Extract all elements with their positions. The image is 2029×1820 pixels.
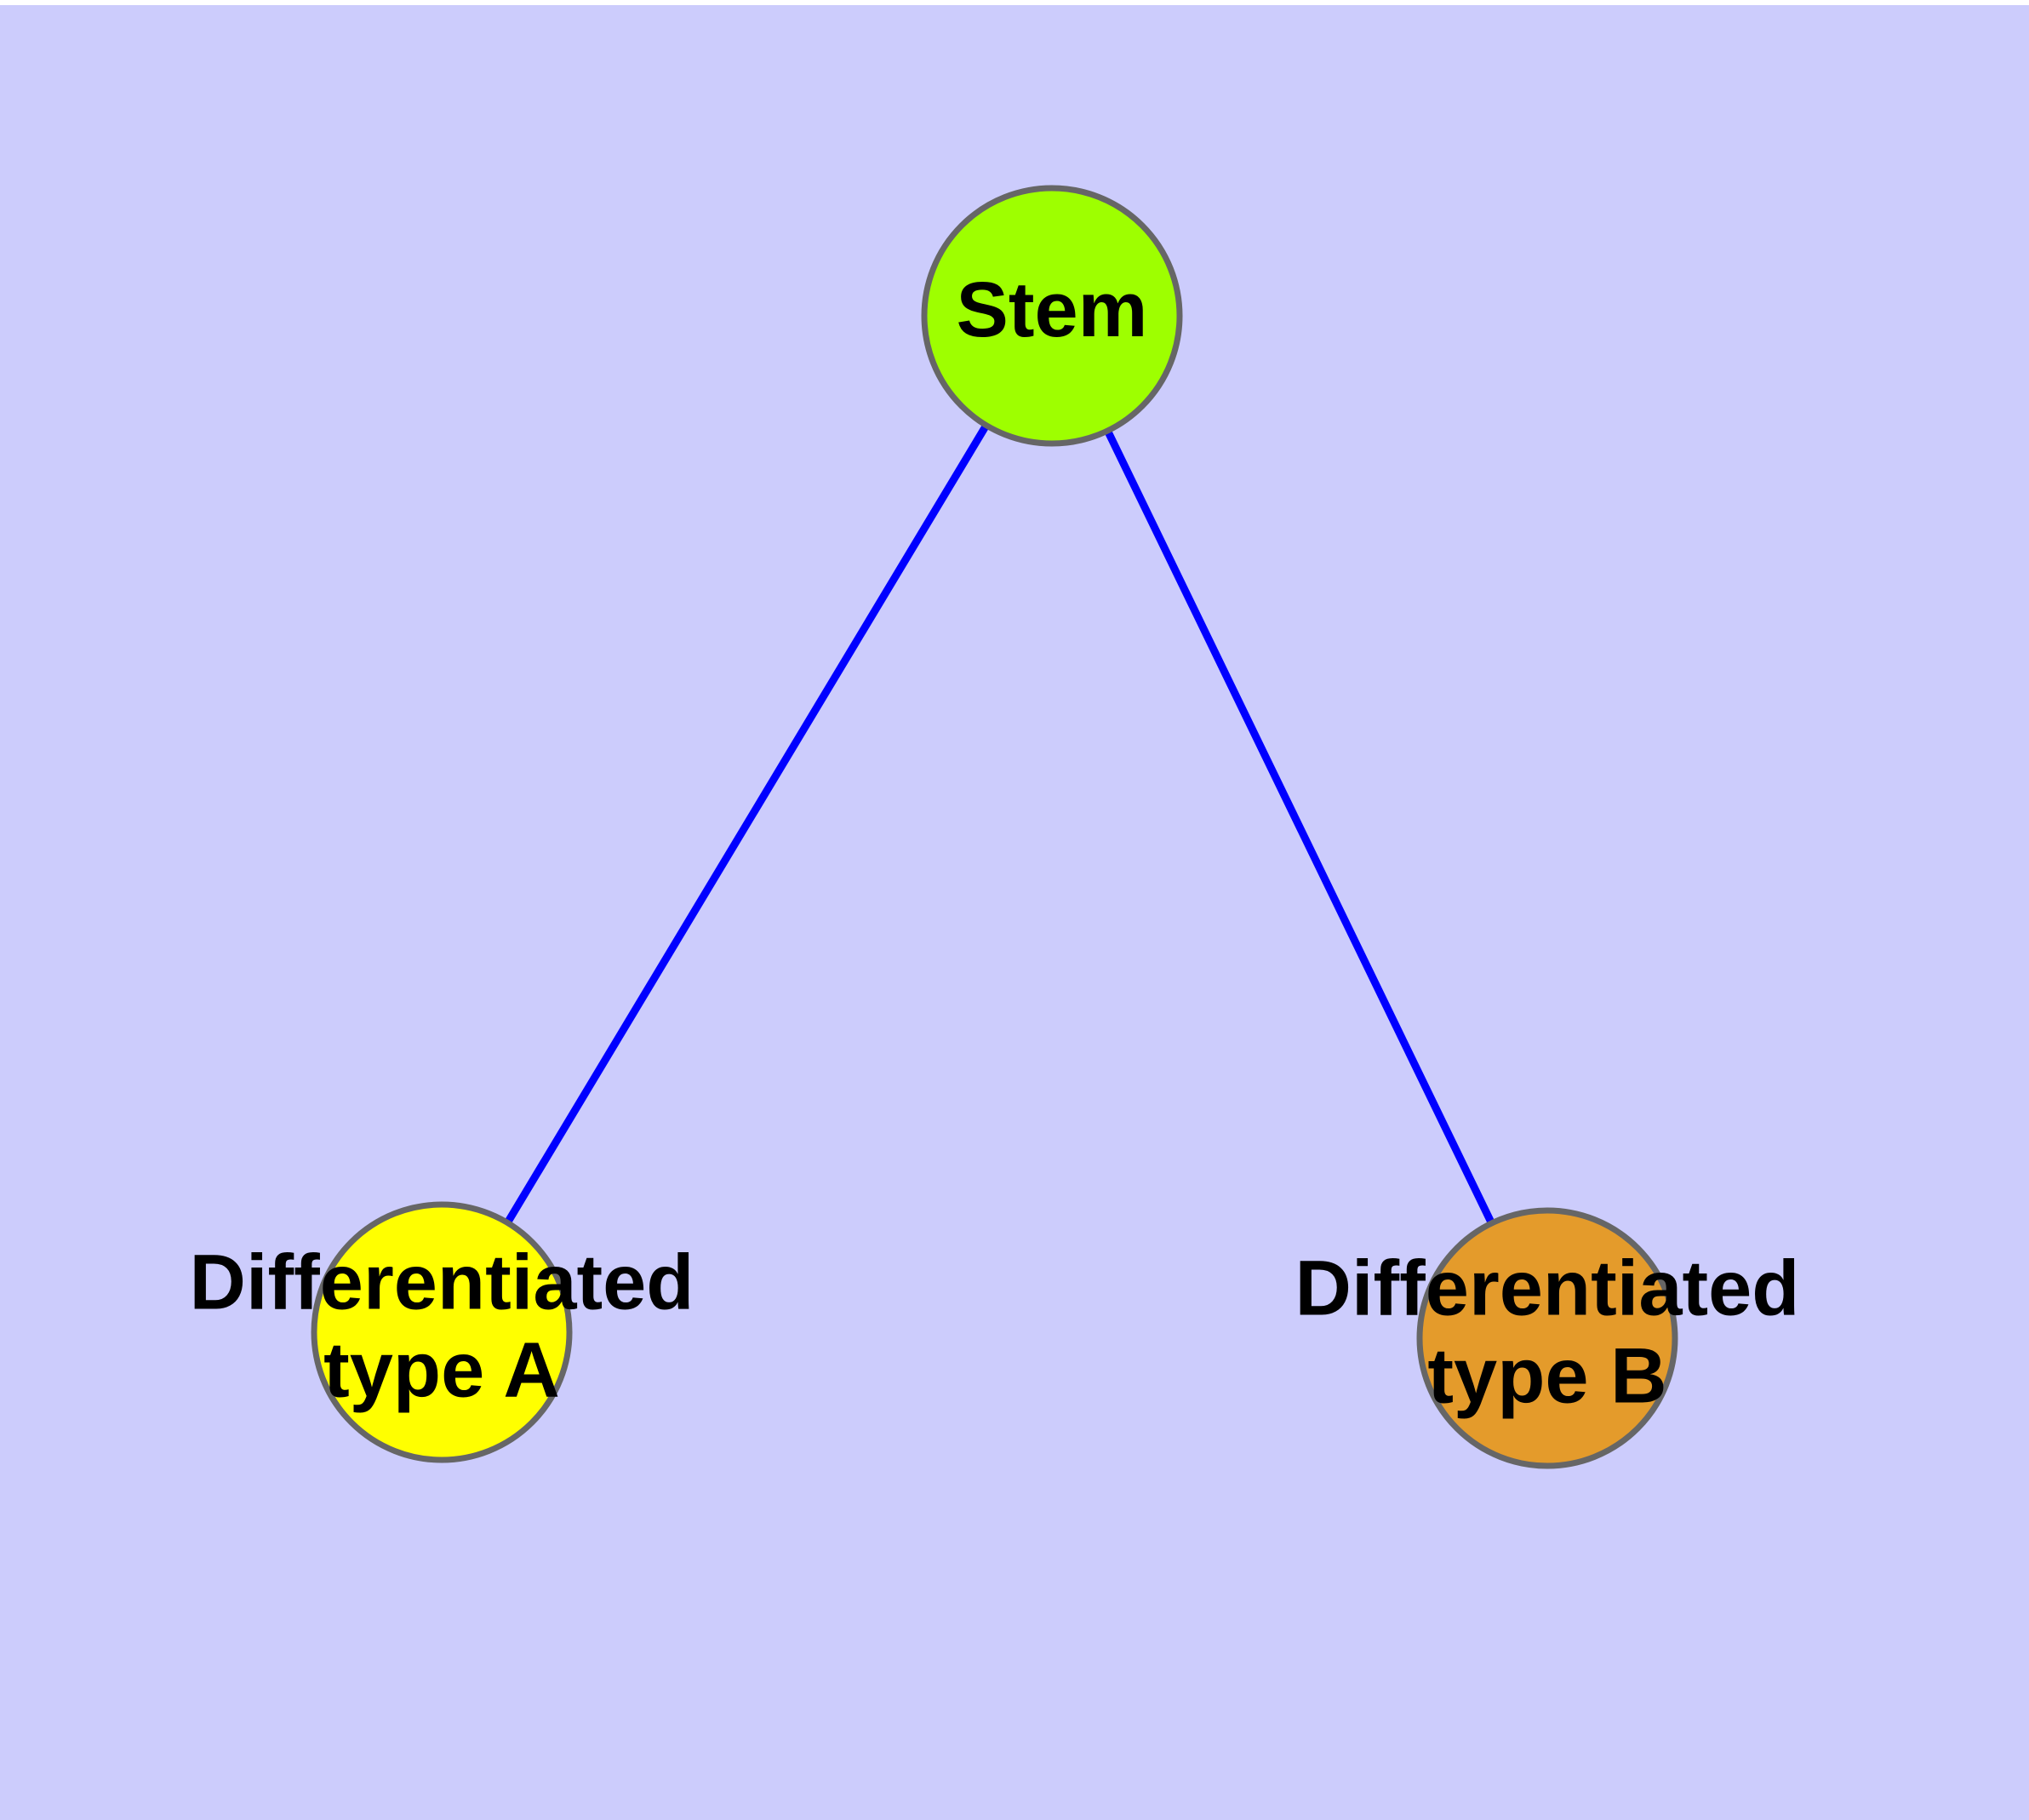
node-stem[interactable] — [921, 185, 1183, 447]
node-label-line: type A — [323, 1327, 560, 1414]
node-label-line: type B — [1427, 1333, 1666, 1420]
node-label-line: Stem — [957, 266, 1148, 353]
edge-stem-to-differentiated-type-a[interactable] — [504, 423, 990, 1225]
node-label-line: Differentiated — [1295, 1245, 1800, 1332]
node-layer — [311, 185, 1678, 1469]
edge-layer — [504, 423, 1495, 1225]
node-differentiated-type-b[interactable] — [1416, 1207, 1678, 1469]
node-differentiated-type-a[interactable] — [311, 1201, 573, 1463]
node-label-line: Differentiated — [190, 1239, 694, 1326]
edge-stem-to-differentiated-type-b[interactable] — [1104, 429, 1495, 1225]
node-label-stem: Stem — [957, 266, 1148, 353]
